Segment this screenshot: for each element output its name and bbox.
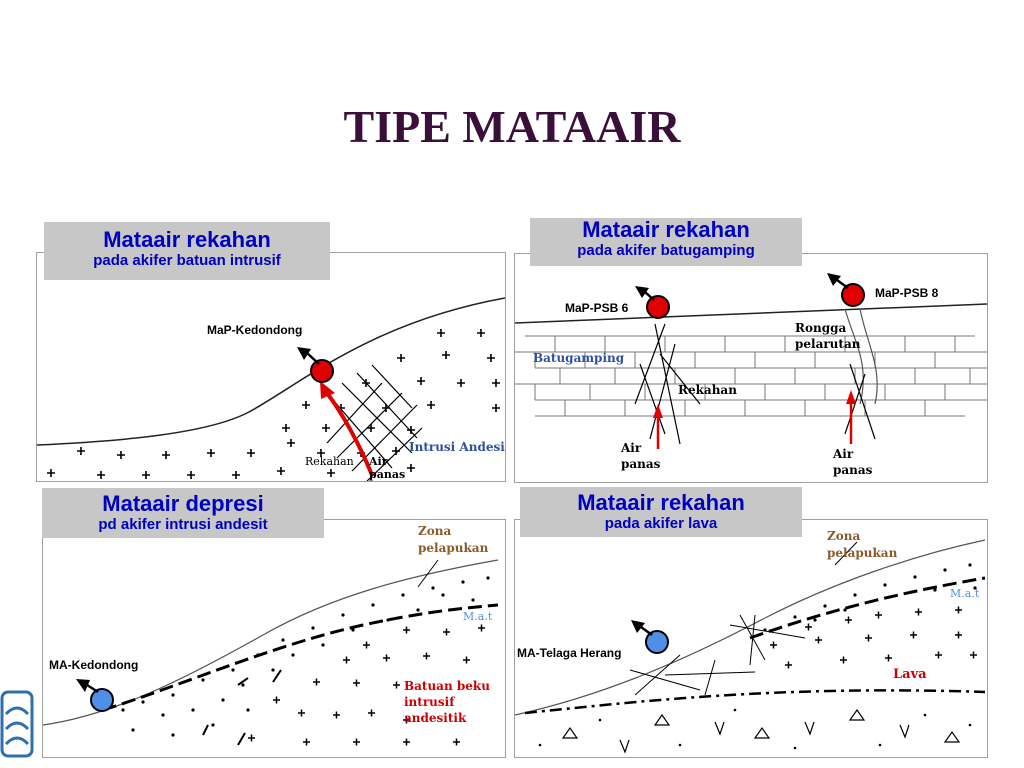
- spring-label: MaP-Kedondong: [207, 323, 302, 337]
- spring-marker-cold: [645, 630, 669, 654]
- spring-marker-hot: [310, 359, 334, 383]
- intrusive-diagram-svg: MaP-Kedondong Intrusi Andesit Rekahan Ai…: [37, 297, 505, 481]
- water-label-1a: Air: [620, 441, 642, 455]
- spring-label-1: MaP-PSB 6: [565, 301, 629, 315]
- spring-marker-hot-1: [646, 295, 670, 319]
- zone-label-2: pelapukan: [827, 546, 898, 560]
- caption-limestone: Mataair rekahan pada akifer batugamping: [530, 218, 802, 266]
- zone-label-2: pelapukan: [418, 541, 489, 555]
- cavity-label-1: Rongga: [795, 321, 846, 335]
- rock-crosses: [248, 624, 485, 746]
- water-label-2b: panas: [833, 463, 873, 477]
- flow-arrow-icon: [836, 278, 849, 290]
- caption-intrusive: Mataair rekahan pada akifer batuan intru…: [44, 222, 330, 280]
- limestone-bedding: [515, 335, 987, 417]
- lava-base: [524, 689, 986, 715]
- spring-label: MA-Telaga Herang: [517, 646, 621, 660]
- rock-label-2: intrusif: [404, 695, 455, 709]
- diagram-limestone-fracture: MaP-PSB 6 MaP-PSB 8 Batugamping Rongga p…: [514, 253, 988, 483]
- zone-leader: [834, 541, 858, 566]
- institution-logo-icon: [0, 690, 34, 758]
- water-table-label: M.a.t: [950, 587, 980, 600]
- spring-marker-cold: [90, 688, 114, 712]
- caption-title: Mataair depresi: [102, 491, 264, 516]
- rock-label-3: andesitik: [404, 711, 467, 725]
- spring-label-2: MaP-PSB 8: [875, 286, 939, 300]
- hot-water-path: [325, 391, 374, 476]
- caption-subtitle: pada akifer batuan intrusif: [93, 252, 281, 269]
- rock-label-1: Batuan beku: [404, 679, 490, 693]
- flow-arrow-icon: [644, 291, 655, 301]
- caption-subtitle: pd akifer intrusi andesit: [98, 516, 268, 533]
- zone-label-1: Zona: [827, 529, 860, 543]
- caption-title: Mataair rekahan: [103, 227, 271, 252]
- water-table: [102, 603, 499, 712]
- fracture-lines: [629, 614, 806, 696]
- rock-label: Intrusi Andesit: [409, 440, 505, 454]
- flow-arrow-icon: [306, 352, 320, 365]
- lava-diagram-svg: Zona pelapukan M.a.t MA-Telaga Herang La…: [515, 529, 986, 754]
- limestone-diagram-svg: MaP-PSB 6 MaP-PSB 8 Batugamping Rongga p…: [515, 273, 987, 477]
- diagram-depression-spring: Zona pelapukan M.a.t MA-Kedondong Batuan…: [42, 519, 506, 758]
- ground-surface: [515, 303, 987, 324]
- caption-subtitle: pada akifer batugamping: [577, 242, 755, 259]
- caption-lava: Mataair rekahan pada akifer lava: [520, 487, 802, 537]
- water-label-2: panas: [369, 468, 405, 481]
- fracture-lines: [326, 364, 423, 481]
- flow-arrow-icon-head: [297, 347, 311, 360]
- water-label-1b: panas: [621, 457, 661, 471]
- breccia-dots: [538, 708, 972, 750]
- water-table-label: M.a.t: [463, 610, 493, 623]
- diagram-lava-fracture: Zona pelapukan M.a.t MA-Telaga Herang La…: [514, 519, 988, 758]
- water-label-2a: Air: [832, 447, 854, 461]
- lava-crosses: [770, 606, 977, 669]
- cavity-label-2: pelarutan: [795, 337, 861, 351]
- fracture-label: Rekahan: [305, 455, 354, 468]
- weathering-dots: [121, 576, 490, 737]
- ground-surface: [37, 297, 505, 446]
- dissolution-cavity: [844, 308, 878, 405]
- rock-label: Batugamping: [533, 351, 625, 365]
- caption-depression: Mataair depresi pd akifer intrusi andesi…: [42, 488, 324, 538]
- water-table: [749, 576, 986, 640]
- caption-title: Mataair rekahan: [577, 490, 745, 515]
- flow-arrow-icon: [86, 683, 99, 694]
- depression-diagram-svg: Zona pelapukan M.a.t MA-Kedondong Batuan…: [43, 524, 499, 746]
- zone-label-1: Zona: [418, 524, 451, 538]
- fracture-lines: [634, 323, 701, 445]
- caption-title: Mataair rekahan: [582, 217, 750, 242]
- fracture-label: Rekahan: [678, 383, 737, 397]
- breccia-triangles: [561, 708, 961, 754]
- slide-title: TIPE MATAAIR: [343, 101, 681, 152]
- hot-water-arrowhead: [320, 381, 335, 399]
- spring-label: MA-Kedondong: [49, 658, 138, 672]
- ground-surface: [515, 539, 986, 716]
- zone-leader: [417, 559, 439, 588]
- spring-marker-hot-2: [841, 283, 865, 307]
- intrusion-crosses: [47, 329, 500, 479]
- fracture-dashes: [202, 669, 282, 746]
- caption-subtitle: pada akifer lava: [604, 515, 718, 532]
- diagram-intrusive-fracture: MaP-Kedondong Intrusi Andesit Rekahan Ai…: [36, 252, 506, 482]
- water-label-1: Air: [368, 455, 388, 468]
- rock-label: Lava: [893, 667, 927, 682]
- flow-arrow-icon: [640, 625, 653, 637]
